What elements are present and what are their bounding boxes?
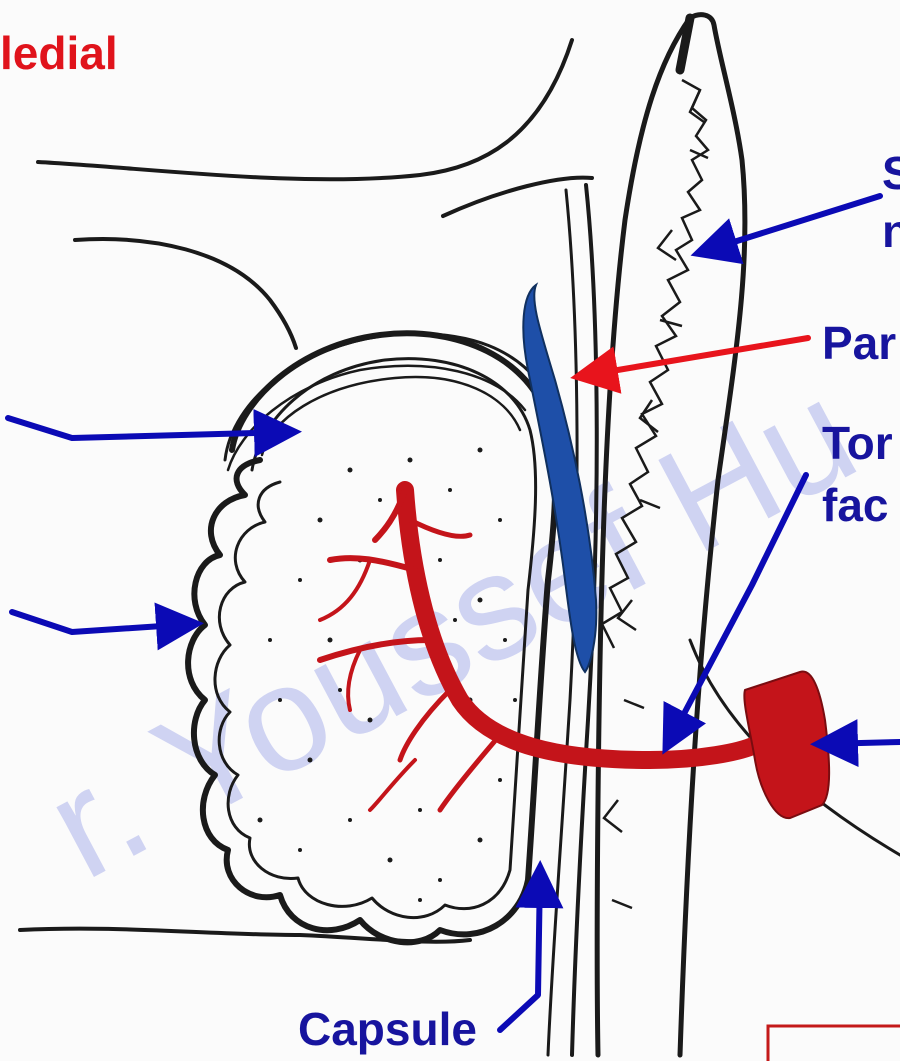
arrow-left-upper	[8, 418, 290, 438]
arrow-right-top	[702, 196, 880, 252]
arrow-right-lower	[822, 742, 900, 744]
gland-outline	[188, 333, 555, 942]
vessel-terminal	[744, 672, 829, 819]
pointer-arrows	[8, 196, 900, 1030]
middle-contour-line	[75, 239, 296, 348]
label-right-1a: S	[882, 150, 900, 196]
short-upper-line	[443, 178, 592, 216]
red-box-corner	[768, 1026, 900, 1061]
arrow-left-lower	[12, 612, 192, 632]
label-right-3b: fac	[822, 482, 888, 528]
label-right-2: Par	[822, 320, 896, 366]
arrow-red	[582, 338, 808, 376]
upper-contour-line	[38, 40, 572, 179]
background-lines	[20, 40, 900, 942]
label-capsule: Capsule	[298, 1006, 477, 1052]
gland-stipple	[258, 448, 518, 903]
label-right-1b: n	[882, 208, 900, 254]
label-medial: ledial	[0, 30, 118, 76]
label-right-3a: Tor	[822, 420, 893, 466]
